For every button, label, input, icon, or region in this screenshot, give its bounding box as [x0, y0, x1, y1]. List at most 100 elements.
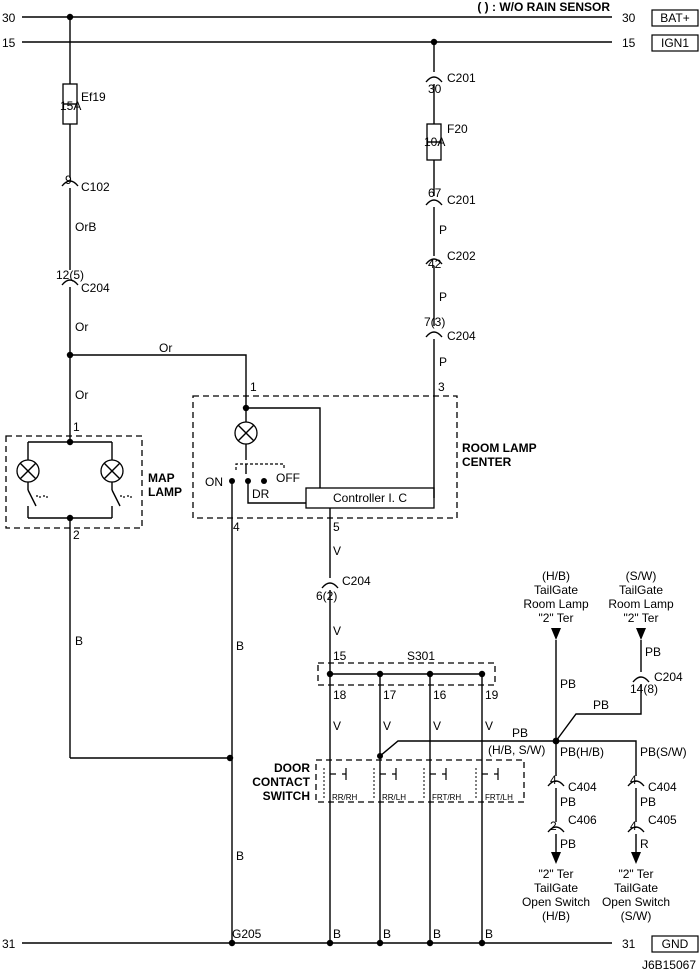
connector-c406-pin: 2	[550, 819, 557, 833]
tailgate-lamp-sw-line-3: Room Lamp	[608, 597, 674, 611]
door-switch-title-2: CONTACT	[252, 775, 310, 789]
connector-c202: 42 C202	[425, 249, 476, 271]
door-switch-title-1: DOOR	[274, 761, 310, 775]
door-switch-frt-lh: FRT/LH	[475, 768, 513, 802]
ground-g205-label: G205	[232, 927, 262, 941]
connector-c204-left-name: C204	[81, 281, 110, 295]
door-contact-switch: DOOR CONTACT SWITCH RR/RH RR/LH FRT/RH F…	[252, 759, 525, 803]
switch-icon	[111, 489, 132, 507]
switch-icon	[27, 489, 48, 507]
ground-junction-dot	[228, 939, 236, 947]
wire-label-pb-diag: PB	[593, 698, 609, 712]
connector-c204-sw-pin: 14(8)	[630, 682, 658, 696]
connector-c405-name: C405	[648, 813, 677, 827]
bus-30-left-number: 30	[2, 11, 16, 25]
bus-15: 15 15 IGN1	[2, 34, 699, 52]
wire-label-p-3: P	[439, 355, 447, 369]
splice-pin-16: 16	[433, 688, 447, 702]
wire-label-sw-v-3: V	[433, 719, 441, 733]
room-lamp-pin-4: 4	[233, 520, 240, 534]
fuse-f20-rating: 10A	[424, 135, 445, 149]
connector-c201-a: 30 C201	[425, 71, 476, 96]
ground-junction-dot	[426, 939, 434, 947]
connector-c404-a: 4 C404	[547, 773, 597, 794]
connector-c102: 9 C102	[61, 173, 110, 194]
door-switch-label-frt-rh: FRT/RH	[432, 793, 461, 802]
wire-label-pb-c406: PB	[560, 837, 576, 851]
fuse-f20: F20 10A	[424, 122, 468, 161]
wire-label-p-2: P	[439, 290, 447, 304]
bus-31: 31 31 GND	[2, 935, 699, 953]
map-lamp-title-1: MAP	[148, 471, 175, 485]
lamp-bulb-icon	[16, 459, 40, 483]
connector-c405: 4 C405	[627, 813, 677, 833]
fuse-ef19: Ef19 15A	[60, 83, 106, 125]
terminal-arrow-icon	[551, 628, 561, 640]
wire-label-sw-v-1: V	[333, 719, 341, 733]
door-switch-label-rr-lh: RR/LH	[382, 793, 406, 802]
connector-c204-sw-name: C204	[654, 670, 683, 684]
splice-pin-19: 19	[485, 688, 499, 702]
door-switch-label-rr-rh: RR/RH	[332, 793, 358, 802]
bus-31-left-number: 31	[2, 937, 16, 951]
tailgate-open-switch-hb: "2" Ter TailGate Open Switch (H/B)	[522, 867, 590, 923]
connector-c406: 2 C406	[547, 813, 597, 833]
map-lamp-pin-2: 2	[73, 528, 80, 542]
tailgate-lamp-sw-line-1: (S/W)	[626, 569, 657, 583]
diagram-id: J6B15067	[642, 958, 696, 972]
tailgate-open-switch-sw: "2" Ter TailGate Open Switch (S/W)	[602, 867, 670, 923]
door-switch-title-3: SWITCH	[263, 789, 310, 803]
wire-label-or-2: Or	[75, 388, 88, 402]
bus-15-right-number: 15	[622, 36, 636, 50]
bus-ign-label: IGN1	[661, 36, 689, 50]
door-switch-label-frt-lh: FRT/LH	[485, 793, 513, 802]
wire-label-or-1: Or	[75, 320, 88, 334]
connector-c404-a-name: C404	[568, 780, 597, 794]
switch-on-label: ON	[205, 475, 223, 489]
splice-pin-18: 18	[333, 688, 347, 702]
connector-c204-sw: 14(8) C204	[630, 670, 683, 696]
switch-icon	[235, 463, 285, 474]
wire-label-or-3: Or	[159, 341, 172, 355]
wire-label-p-1: P	[439, 223, 447, 237]
tailgate-switch-sw-line-4: (S/W)	[621, 909, 652, 923]
connector-c204-left: 12(5) C204	[56, 268, 110, 295]
wire-label-gnd-b-2: B	[383, 927, 391, 941]
room-lamp-center: ROOM LAMP CENTER 1 3 ON DR OFF Controlle…	[192, 380, 537, 534]
switch-off-label: OFF	[276, 471, 300, 485]
controller-label: Controller I. C	[333, 491, 407, 505]
wire-label-hb-sw: (H/B, S/W)	[488, 743, 545, 757]
fuse-f20-name: F20	[447, 122, 468, 136]
terminal-arrow-icon	[636, 628, 646, 640]
splice-pin-15: 15	[333, 649, 347, 663]
lamp-bulb-icon	[234, 421, 258, 445]
room-lamp-title-2: CENTER	[462, 455, 512, 469]
bus-bat-label: BAT+	[660, 11, 689, 25]
splice-s301-label: S301	[407, 649, 435, 663]
bus-31-right-number: 31	[622, 937, 636, 951]
connector-c204-right-pin: 7(3)	[424, 315, 445, 329]
tailgate-room-lamp-hb: (H/B) TailGate Room Lamp "2" Ter	[523, 569, 589, 640]
wire-label-pb-horiz: PB	[512, 726, 528, 740]
connector-c202-name: C202	[447, 249, 476, 263]
wire-label-gnd-b-1: B	[333, 927, 341, 941]
connector-c204-mid-pin: 6(2)	[316, 589, 337, 603]
room-lamp-title-1: ROOM LAMP	[462, 441, 537, 455]
door-switch-rr-lh: RR/LH	[373, 768, 406, 802]
connector-c404-b-name: C404	[648, 780, 677, 794]
fuse-ef19-rating: 15A	[60, 99, 81, 113]
wire-label-v-2: V	[333, 624, 341, 638]
connector-c102-pin: 9	[65, 173, 72, 187]
room-lamp-pin-1: 1	[250, 380, 257, 394]
tailgate-switch-sw-line-3: Open Switch	[602, 895, 670, 909]
ground-junction-dot	[478, 939, 486, 947]
wire-label-orb: OrB	[75, 220, 96, 234]
wire-label-pb-top-hb: PB	[560, 677, 576, 691]
connector-c405-pin: 4	[630, 819, 637, 833]
terminal-arrow-icon	[551, 852, 561, 864]
connector-c201-b-name: C201	[447, 193, 476, 207]
switch-contact-off	[261, 478, 267, 484]
wire-label-pb-hb: PB(H/B)	[560, 745, 604, 759]
splice-pin-17: 17	[383, 688, 397, 702]
